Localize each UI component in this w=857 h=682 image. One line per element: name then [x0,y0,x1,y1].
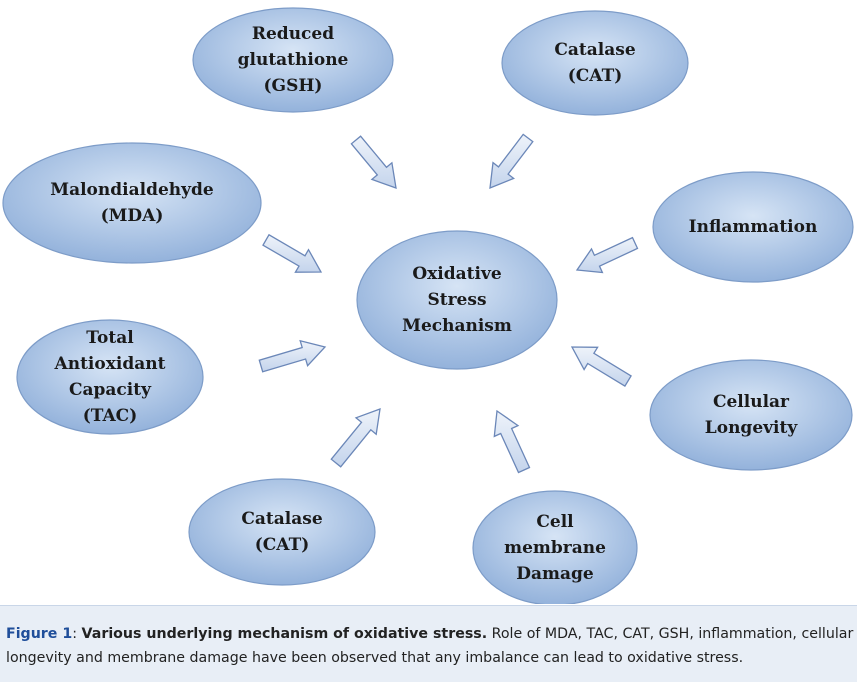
node-cat-top [501,10,689,116]
caption-text: Role of MDA, TAC, CAT, GSH, inflammation… [6,626,854,666]
node-label-cell-membrane: Cell membrane Damage [504,512,606,584]
node-mda [2,142,262,264]
node-cellular-longevity [649,359,853,471]
arrow-tac-to-center [258,339,327,373]
diagram-canvas [2,7,854,604]
node-center [356,230,558,370]
arrow-mda-to-center [262,233,323,273]
arrow-inflammation-to-center [575,236,639,274]
nodes-layer [2,7,854,604]
arrow-cell-membrane-to-center [493,409,531,474]
node-label-cat-top: Catalase (CAT) [554,40,636,86]
node-cat-bottom [188,478,376,586]
arrow-cat-bottom-to-center [330,408,381,468]
node-label-gsh: Reduced glutathione (GSH) [237,24,349,96]
node-cell-membrane [472,490,638,604]
node-label-inflammation: Inflammation [688,217,818,237]
node-tac [16,319,204,435]
node-label-cat-bottom: Catalase (CAT) [241,509,323,555]
caption-title: Various underlying mechanism of oxidativ… [81,626,488,642]
caption-bar: Figure 1: Various underlying mechanism o… [0,605,857,682]
caption-figure-label: Figure 1 [6,626,73,642]
node-label-center: Oxidative Stress Mechanism [402,264,512,336]
diagram-area: Oxidative Stress Mechanism Reduced glutat… [2,7,854,604]
caption-separator: : [72,626,82,642]
node-inflammation [652,171,854,283]
edges-layer [258,133,639,474]
arrow-cat-top-to-center [489,133,534,190]
node-label-tac: Total Antioxidant Capacity (TAC) [54,328,166,426]
node-gsh [192,7,394,113]
arrow-cellular-longevity-to-center [570,346,632,387]
arrow-gsh-to-center [350,135,397,189]
figure-caption: Figure 1: Various underlying mechanism o… [6,622,856,670]
node-label-cellular-longevity: Cellular Longevity [704,392,798,438]
node-label-mda: Malondialdehyde (MDA) [50,180,214,226]
